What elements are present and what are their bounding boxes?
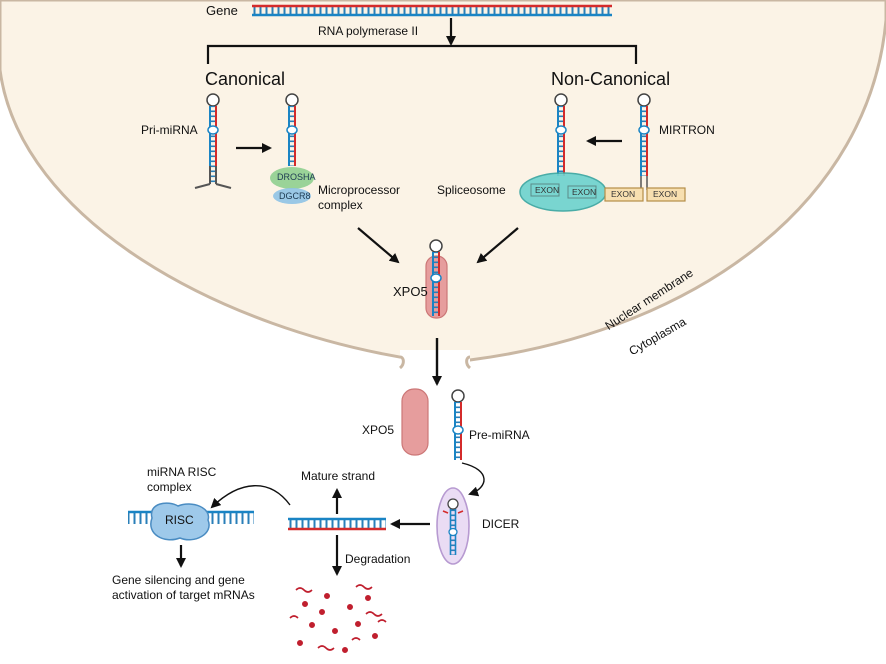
spliceosome-exon-right: [567, 185, 597, 199]
pre-mirna-hairpin: [451, 389, 465, 460]
dicer-hairpin: [442, 498, 464, 555]
nucleus-body: [0, 0, 886, 362]
risc-complex: [128, 502, 254, 541]
nuclear-pore: [400, 350, 470, 372]
dgcr8-label: DGCR8: [279, 191, 311, 201]
mirtron-exon-right: [646, 187, 686, 202]
mature-strand-label: Mature strand: [301, 469, 376, 483]
xpo5-free: [401, 388, 429, 456]
xpo5-nuclear-label: XPO5: [393, 284, 428, 299]
arrow-to-risc: [210, 485, 291, 509]
risc-label: RISC: [165, 513, 194, 527]
outcome-label-line2: activation of target mRNAs: [112, 588, 255, 602]
arrow-canonical-to-xpo5: [357, 227, 400, 264]
arrow-noncanonical-to-xpo5: [476, 227, 519, 264]
spliceosome-hairpin: [554, 93, 568, 176]
drosha-hairpin: [285, 93, 299, 166]
xpo5-nuclear-hairpin: [429, 239, 443, 316]
gene-label: Gene: [206, 3, 238, 18]
spliceosome-exon-left: [530, 183, 560, 197]
mirtron-exon-left: [604, 187, 644, 202]
spliceosome-exon-label-right: EXON: [572, 187, 597, 197]
pri-mirna-hairpin: [194, 93, 232, 189]
drosha-protein: [270, 167, 314, 189]
mirna-duplex: [288, 517, 386, 531]
pre-mirna-label: Pre-miRNA: [469, 428, 530, 442]
arrow-pre-to-dicer: [461, 462, 485, 497]
mirtron-exon-label-left: EXON: [611, 189, 636, 199]
dgcr8-protein: [273, 188, 311, 204]
mirtron-exon-label-right: EXON: [653, 189, 678, 199]
mirtron-label: MIRTRON: [659, 123, 715, 137]
microprocessor-label-line1: Microprocessor: [318, 183, 401, 197]
spliceosome-exon-label-left: EXON: [535, 185, 560, 195]
degradation-label: Degradation: [345, 552, 411, 566]
risc-complex-label-line1: miRNA RISC: [147, 465, 217, 479]
drosha-label: DROSHA: [277, 172, 316, 182]
microprocessor-label-line2: complex: [318, 198, 363, 212]
outcome-label-line1: Gene silencing and gene: [112, 573, 245, 587]
rna-polymerase-label: RNA polymerase II: [318, 24, 419, 38]
degradation-fragments: [289, 584, 387, 653]
pore-edge-left: [398, 355, 405, 370]
xpo5-free-label: XPO5: [362, 423, 395, 437]
dicer-label: DICER: [482, 517, 520, 531]
mirtron-hairpin: [637, 93, 651, 190]
gene-dna: [252, 4, 612, 17]
pore-edge-right: [465, 355, 472, 370]
risc-complex-label-line2: complex: [147, 480, 192, 494]
branch-bracket: [206, 44, 638, 64]
canonical-label: Canonical: [205, 69, 286, 89]
pri-mirna-label: Pri-miRNA: [141, 123, 198, 137]
non-canonical-label: Non-Canonical: [551, 69, 671, 89]
spliceosome-label: Spliceosome: [437, 183, 506, 197]
